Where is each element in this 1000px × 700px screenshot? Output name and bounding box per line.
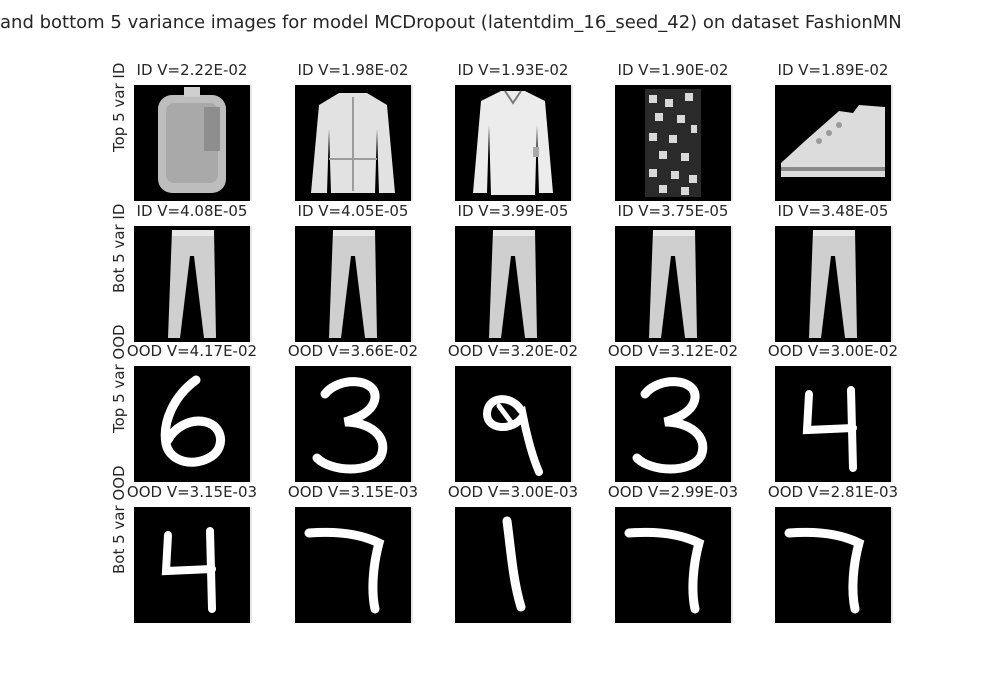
thumbnail-image [775,226,893,342]
sneaker-icon [781,105,885,177]
thumbnail-title: OOD V=3.12E-02 [607,342,739,360]
thumbnail-image [775,85,893,201]
thumbnail-image [295,226,413,342]
thumbnail-title: ID V=3.48E-05 [777,202,889,220]
thumbnail-title: ID V=2.22E-02 [136,61,248,79]
thumbnail-image [775,507,893,623]
digit-6-icon [160,375,225,467]
trousers-icon [809,230,857,338]
thumbnail-title: ID V=1.90E-02 [617,61,729,79]
thumbnail-image [134,366,252,482]
figure-title: and bottom 5 variance images for model M… [0,12,902,33]
trousers-icon [168,230,216,338]
digit-4-icon [802,386,857,472]
thumbnail-image [134,85,252,201]
thumbnail-title: ID V=4.05E-05 [297,202,409,220]
thumbnail-title: ID V=1.89E-02 [777,61,889,79]
thumbnail-image [455,507,573,623]
thumbnail-title: ID V=1.93E-02 [457,61,569,79]
thumbnail-image [615,85,733,201]
thumbnail-title: OOD V=3.66E-02 [287,342,419,360]
thumbnail-title: OOD V=3.00E-03 [447,483,579,501]
thumbnail-image [295,507,413,623]
thumbnail-title: OOD V=3.00E-02 [767,342,899,360]
thumbnail-image [455,85,573,201]
thumbnail-title: OOD V=2.99E-03 [607,483,739,501]
thumbnail-title: ID V=3.99E-05 [457,202,569,220]
digit-7-icon [624,527,705,614]
thumbnail-image [615,507,733,623]
thumbnail-image [615,226,733,342]
digit-7-icon [784,527,865,614]
thumbnail-image [455,226,573,342]
thumbnail-title: OOD V=3.15E-03 [126,483,258,501]
trousers-icon [329,230,377,338]
coat-icon [473,90,553,195]
patterned-dress-icon [645,89,701,197]
thumbnail-image [455,366,573,482]
jacket-icon [311,93,395,193]
thumbnail-title: OOD V=4.17E-02 [126,342,258,360]
thumbnail-image [775,366,893,482]
trousers-icon [489,230,537,338]
digit-1-icon [502,516,526,612]
backpack-icon [158,87,226,193]
thumbnail-image [615,366,733,482]
trousers-icon [649,230,697,338]
thumbnail-title: OOD V=3.20E-02 [447,342,579,360]
digit-4-icon [161,527,216,613]
thumbnail-image [134,507,252,623]
row-label: Bot 5 var OOD [110,465,128,574]
thumbnail-image [295,85,413,201]
digit-3-icon [312,377,388,474]
row-label: Top 5 var OOD [110,324,128,433]
thumbnail-image [134,226,252,342]
thumbnail-image [295,366,413,482]
thumbnail-title: ID V=1.98E-02 [297,61,409,79]
digit-9-icon [482,395,543,476]
thumbnail-title: ID V=4.08E-05 [136,202,248,220]
thumbnail-title: OOD V=2.81E-03 [767,483,899,501]
thumbnail-title: OOD V=3.15E-03 [287,483,419,501]
digit-3-icon [632,377,708,474]
digit-7-icon [304,527,385,614]
thumbnail-title: ID V=3.75E-05 [617,202,729,220]
